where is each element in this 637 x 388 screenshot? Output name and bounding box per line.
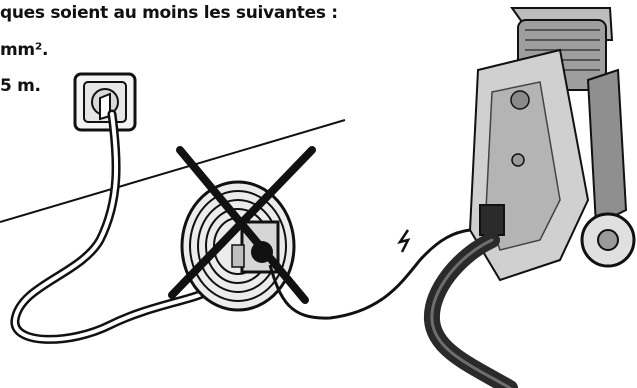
warning-spark-icon [400, 230, 408, 252]
cable-reel-icon [182, 182, 294, 310]
wall-socket-icon [75, 74, 135, 130]
